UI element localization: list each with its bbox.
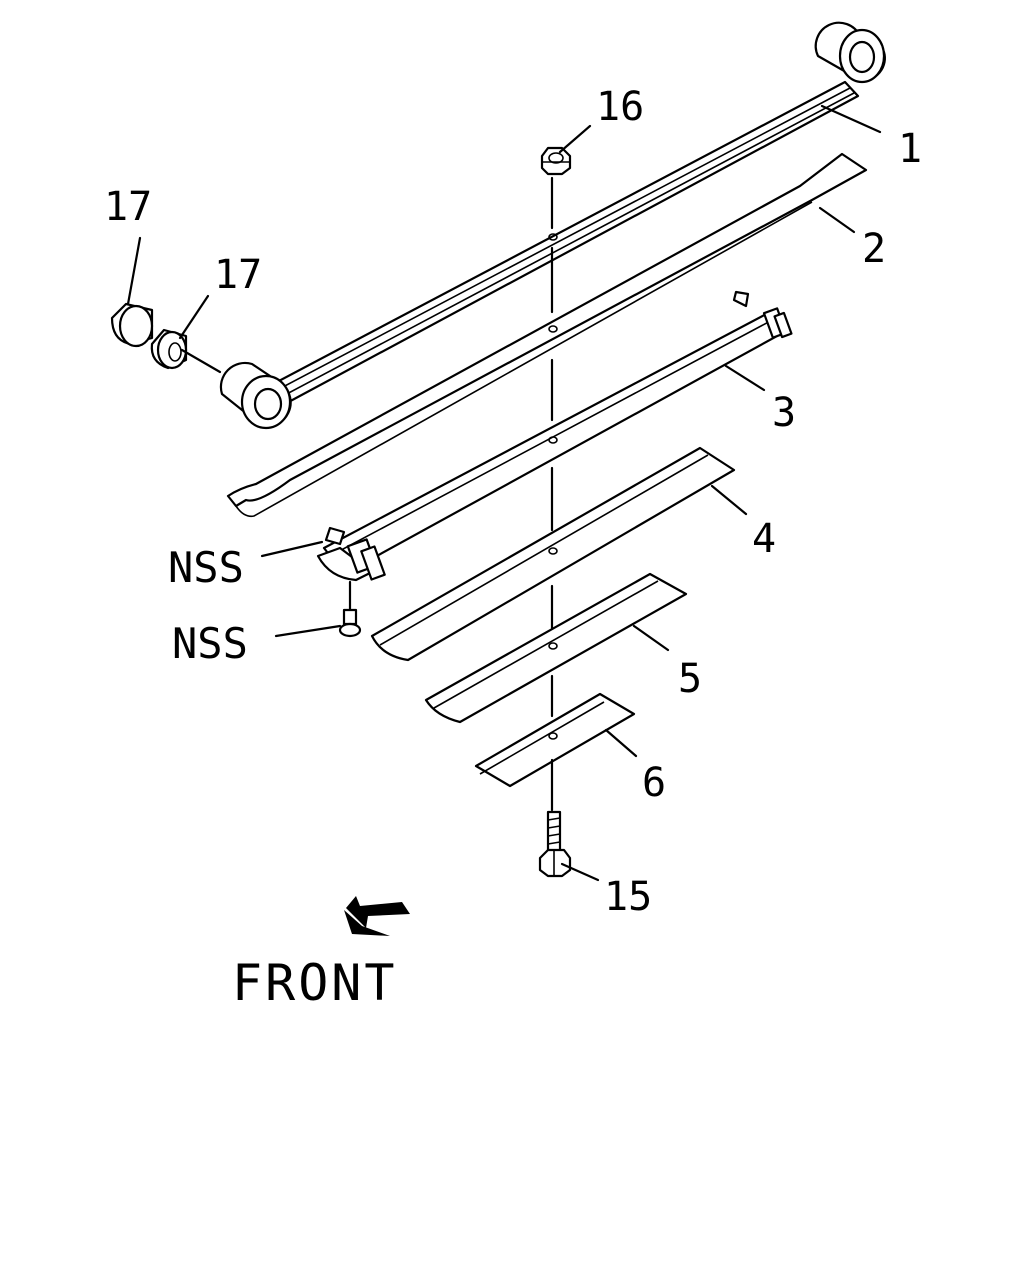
front-eye bbox=[219, 361, 292, 430]
leader-lines bbox=[126, 104, 882, 882]
leaf-part-6 bbox=[474, 692, 636, 788]
callout-nss-bracket: NSS bbox=[168, 543, 244, 592]
center-bolt-part-15 bbox=[538, 810, 572, 878]
leaf-part-3 bbox=[316, 290, 793, 582]
callout-17b: 17 bbox=[214, 252, 262, 298]
callout-5: 5 bbox=[678, 656, 702, 702]
callout-15: 15 bbox=[604, 874, 652, 920]
callout-1: 1 bbox=[898, 126, 922, 172]
callout-4: 4 bbox=[752, 516, 776, 562]
rear-clip bbox=[732, 290, 793, 339]
front-label: FRONT bbox=[232, 954, 398, 1012]
nut-part-16 bbox=[540, 146, 572, 176]
callout-3: 3 bbox=[772, 390, 796, 436]
front-arrow-icon bbox=[344, 896, 410, 936]
nss-bolt bbox=[338, 580, 362, 638]
callout-17a: 17 bbox=[104, 184, 152, 230]
bushing-part-17a bbox=[110, 302, 154, 348]
leaf-part-2 bbox=[226, 152, 868, 518]
callout-16: 16 bbox=[596, 84, 644, 130]
callout-nss-bolt: NSS bbox=[172, 619, 248, 668]
rear-eye bbox=[814, 21, 886, 84]
bushing-part-17b bbox=[150, 328, 188, 370]
front-clip bbox=[324, 526, 386, 581]
callout-6: 6 bbox=[642, 760, 666, 806]
main-leaf-part-1 bbox=[219, 21, 886, 430]
callout-2: 2 bbox=[862, 226, 886, 272]
center-bolt-axis bbox=[548, 176, 558, 812]
